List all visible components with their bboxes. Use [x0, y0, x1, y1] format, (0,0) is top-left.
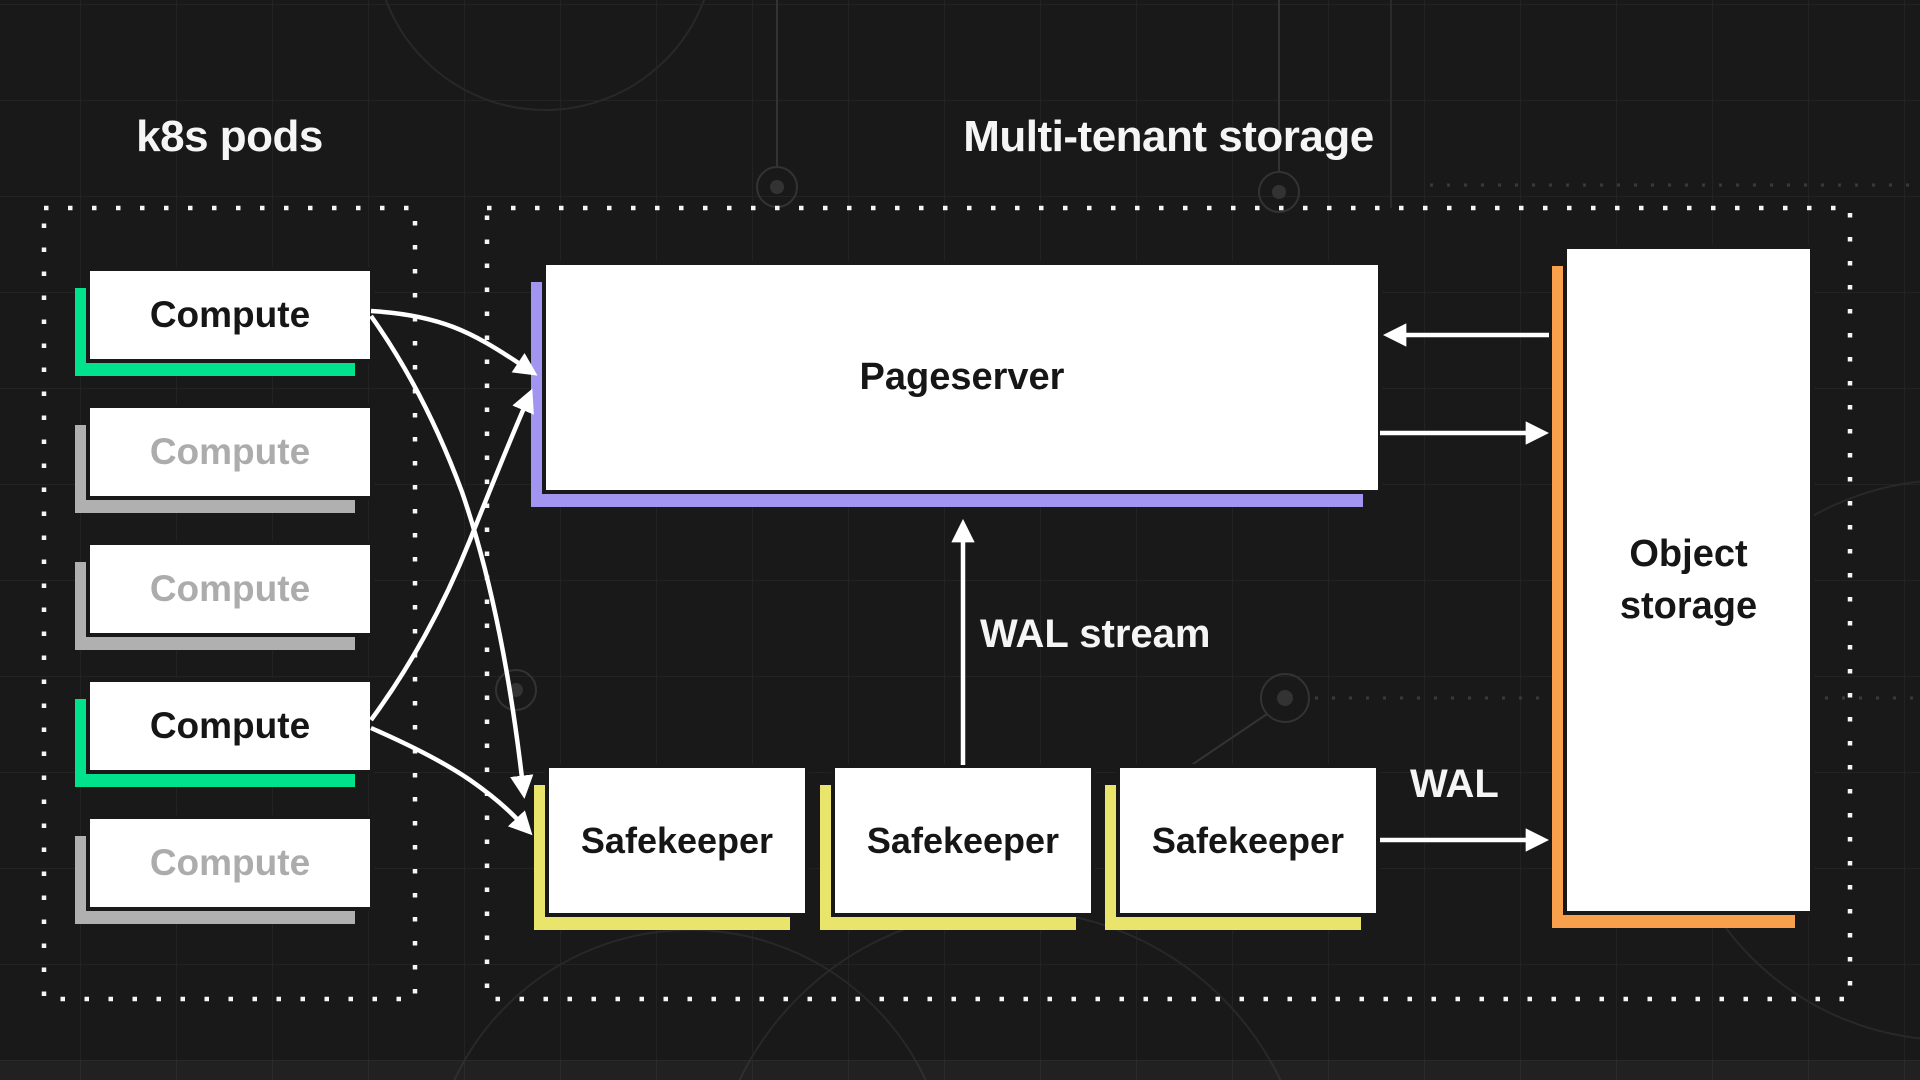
arrow-compute1-to-safekeeper	[369, 314, 534, 799]
compute-label: Compute	[90, 271, 370, 359]
compute-label: Compute	[90, 682, 370, 770]
node-dot-decoration	[1272, 185, 1286, 199]
safekeeper-box: Safekeeper	[534, 768, 805, 930]
object-storage-box: Object storage	[1552, 249, 1810, 928]
arrow-compute4-to-safekeeper	[370, 725, 533, 836]
compute-label: Compute	[90, 408, 370, 496]
arc-decoration	[453, 929, 927, 1080]
node-circle-decoration	[756, 166, 798, 208]
node-circle-decoration	[1258, 171, 1300, 213]
bottom-edge-highlight	[0, 1060, 1920, 1080]
arc-decoration	[384, 0, 706, 111]
node-dot-decoration	[1277, 690, 1293, 706]
wal-label: WAL	[1410, 762, 1499, 806]
node-dot-decoration	[770, 180, 784, 194]
object-storage-label: Object storage	[1567, 249, 1810, 911]
node-dot-decoration	[509, 683, 523, 697]
safekeeper-box: Safekeeper	[820, 768, 1091, 930]
k8s-pods-title: k8s pods	[136, 112, 323, 161]
multi-tenant-storage-title: Multi-tenant storage	[963, 112, 1374, 161]
node-circle-decoration	[495, 669, 537, 711]
compute-pod-box: Compute	[75, 819, 370, 924]
node-circle-decoration	[1260, 673, 1310, 723]
compute-pod-box: Compute	[75, 408, 370, 513]
safekeeper-label: Safekeeper	[549, 768, 805, 913]
compute-pod-box: Compute	[75, 682, 370, 787]
safekeeper-label: Safekeeper	[835, 768, 1091, 913]
arrow-compute1-to-pageserver	[370, 308, 538, 376]
safekeeper-box: Safekeeper	[1105, 768, 1376, 930]
compute-label: Compute	[90, 545, 370, 633]
arc-decoration	[738, 909, 1282, 1080]
safekeeper-label: Safekeeper	[1120, 768, 1376, 913]
arrow-compute4-to-pageserver	[369, 388, 534, 722]
pageserver-label: Pageserver	[546, 265, 1378, 490]
compute-label: Compute	[90, 819, 370, 907]
wal-stream-label: WAL stream	[980, 612, 1211, 656]
pageserver-box: Pageserver	[531, 265, 1378, 507]
compute-pod-box: Compute	[75, 545, 370, 650]
compute-pod-box: Compute	[75, 271, 370, 376]
